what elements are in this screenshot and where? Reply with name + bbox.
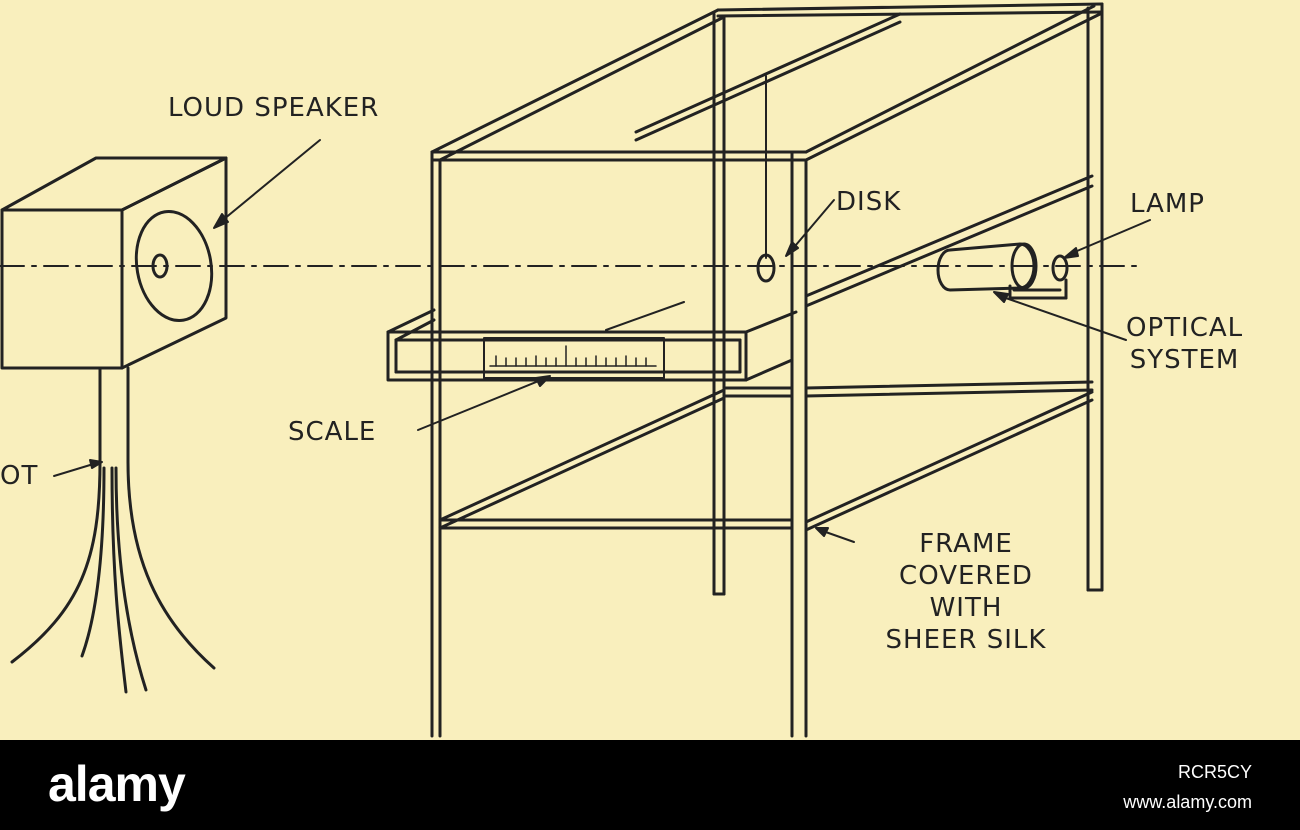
label-loud-speaker: LOUD SPEAKER <box>168 93 380 123</box>
label-frame-line1: FRAME <box>919 529 1013 559</box>
speaker-stand <box>10 366 216 694</box>
label-frame-line2: COVERED <box>899 561 1033 591</box>
label-lamp: LAMP <box>1130 189 1205 219</box>
label-optical-line2: SYSTEM <box>1129 345 1240 375</box>
stock-site-url: www.alamy.com <box>1123 792 1252 812</box>
label-frame-covered: FRAME COVERED WITH SHEER SILK <box>848 528 1084 656</box>
leader-lines <box>53 139 1151 543</box>
lamp-optical-system <box>936 242 1069 300</box>
label-left-cut: OT <box>0 461 39 491</box>
stock-image-id: RCR5CY <box>1177 762 1252 782</box>
label-frame-line3: WITH <box>929 593 1003 623</box>
label-optical-system: OPTICAL SYSTEM <box>1126 312 1243 376</box>
stock-logo: alamy <box>48 756 186 812</box>
disk-element <box>756 253 776 283</box>
silk-frame <box>430 2 1104 738</box>
label-frame-line4: SHEER SILK <box>885 625 1047 655</box>
label-optical-line1: OPTICAL <box>1126 313 1244 343</box>
label-disk: DISK <box>836 187 902 217</box>
loud-speaker-box <box>0 156 228 370</box>
apparatus-drawing <box>0 2 1151 738</box>
diagram-canvas: LOUD SPEAKER DISK LAMP OPTICAL SYSTEM SC… <box>0 2 1243 738</box>
stock-watermark-bar: alamy RCR5CY www.alamy.com <box>0 740 1300 830</box>
label-scale: SCALE <box>288 417 377 447</box>
scale-tray <box>386 301 798 382</box>
